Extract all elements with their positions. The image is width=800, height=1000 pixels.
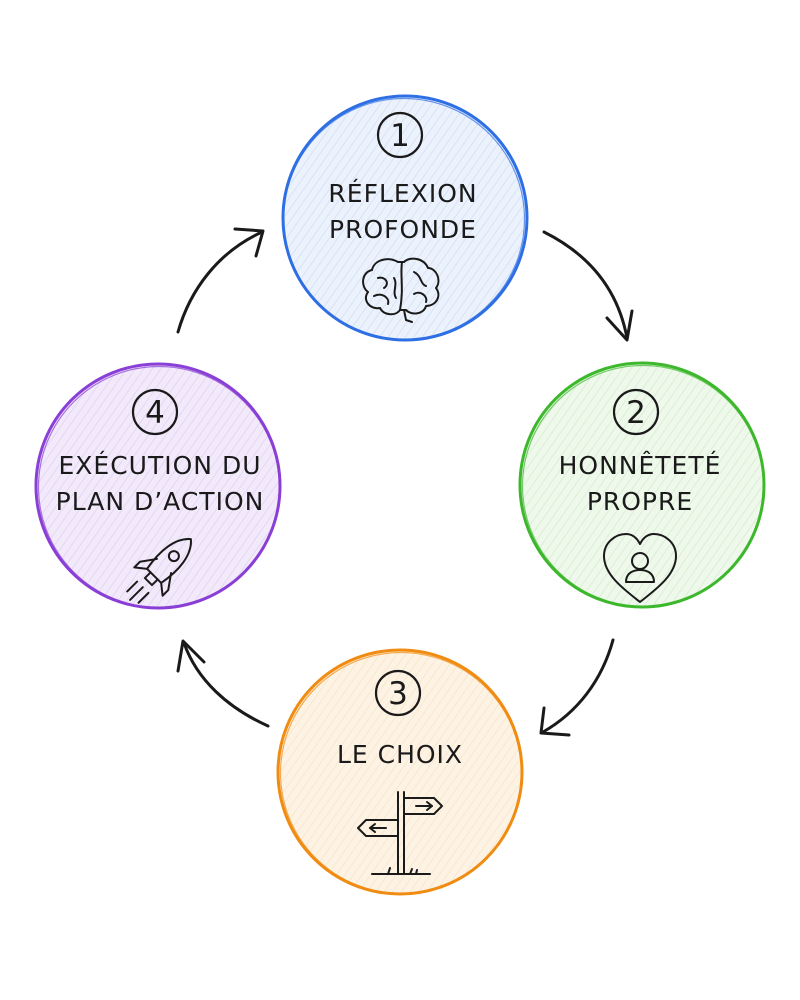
step-4-label-line2: PLAN D’ACTION xyxy=(56,487,265,516)
arrow-2-to-3 xyxy=(539,638,615,737)
rocket-icon xyxy=(126,538,192,604)
step-1-number-badge xyxy=(376,111,424,159)
step-2-node: 2 HONNÊTETÉ PROPRE xyxy=(518,361,766,609)
step-3-number-badge xyxy=(374,669,422,717)
step-4-label-line1: EXÉCUTION DU xyxy=(59,451,262,480)
step-4-node: 4 EXÉCUTION DU PLAN D’ACTION xyxy=(34,362,282,610)
step-1-label-line2: PROFONDE xyxy=(329,215,477,244)
arrow-4-to-1 xyxy=(176,227,265,334)
step-4-number-badge xyxy=(131,388,179,436)
step-2-number-badge xyxy=(612,388,660,436)
step-3-node: 3 LE CHOIX xyxy=(276,648,524,896)
step-1-label-line1: RÉFLEXION xyxy=(328,179,477,208)
brain-icon xyxy=(362,257,440,323)
step-2-number: 2 xyxy=(626,395,646,431)
signpost-icon xyxy=(357,791,443,875)
step-3-number: 3 xyxy=(388,676,408,712)
step-4-number: 4 xyxy=(145,395,165,431)
step-3-label-line1: LE CHOIX xyxy=(337,740,463,769)
step-2-label-line2: PROPRE xyxy=(587,487,693,516)
step-1-node: 1 RÉFLEXION PROFONDE xyxy=(281,94,529,342)
step-1-number: 1 xyxy=(390,118,410,154)
step-2-label-line1: HONNÊTETÉ xyxy=(559,451,722,480)
heart-person-icon xyxy=(603,533,677,603)
arrow-1-to-2 xyxy=(542,230,634,342)
arrow-3-to-4 xyxy=(176,639,270,728)
